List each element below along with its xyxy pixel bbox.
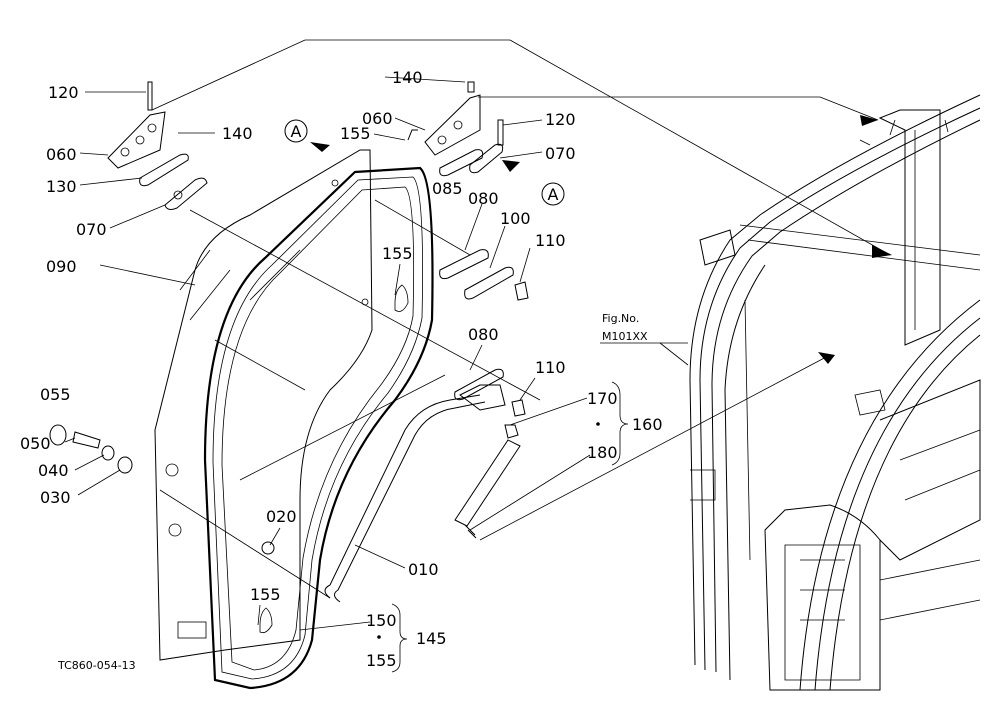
- fig-no-label: Fig.No.: [602, 312, 639, 325]
- part-label-155: 155: [250, 585, 281, 604]
- part-label-060: 060: [362, 109, 393, 128]
- part-label-085: 085: [432, 179, 463, 198]
- part-label-130: 130: [46, 177, 77, 196]
- part-label-070: 070: [545, 144, 576, 163]
- leader-lines: [64, 39, 891, 634]
- hinge-left: [107, 81, 166, 169]
- part-label-030: 030: [40, 488, 71, 507]
- part-label-155: 155: [382, 244, 413, 263]
- part-label-090: 090: [46, 257, 77, 276]
- part-label-120: 120: [545, 110, 576, 129]
- part-label-060: 060: [46, 145, 77, 164]
- hinge-right: [407, 81, 504, 156]
- part-label-040: 040: [38, 461, 69, 480]
- link-plates-left: [139, 153, 208, 210]
- brackets: [377, 381, 629, 673]
- part-label-070: 070: [76, 220, 107, 239]
- bolt-washers-left: [49, 424, 275, 555]
- reference-letter: A: [548, 185, 559, 204]
- part-label-110: 110: [535, 358, 566, 377]
- part-label-155: 155: [366, 651, 397, 670]
- part-labels: 120 140 060 130 070 090 055 050 040 030 …: [20, 68, 663, 670]
- part-label-050: 050: [20, 434, 51, 453]
- fig-no-value: M101XX: [602, 330, 648, 343]
- part-label-140: 140: [222, 124, 253, 143]
- part-label-080: 080: [468, 189, 499, 208]
- reference-marker-a-right: A: [541, 182, 565, 206]
- part-label-170: 170: [587, 389, 618, 408]
- part-label-145: 145: [416, 629, 447, 648]
- door-rod-and-gas-strut: [324, 384, 521, 603]
- part-label-140: 140: [392, 68, 423, 87]
- part-label-180: 180: [587, 443, 618, 462]
- arrows: [310, 115, 892, 364]
- reference-letter: A: [291, 122, 302, 141]
- reference-marker-a-left: A: [284, 119, 308, 143]
- figure-reference: Fig.No. M101XX: [602, 312, 648, 343]
- part-label-055: 055: [40, 385, 71, 404]
- link-plates-right: [439, 143, 529, 417]
- part-label-155: 155: [340, 124, 371, 143]
- part-label-160: 160: [632, 415, 663, 434]
- drawing-code: TC860-054-13: [57, 659, 136, 672]
- part-label-120: 120: [48, 83, 79, 102]
- cab-frame: [689, 94, 981, 691]
- part-label-010: 010: [408, 560, 439, 579]
- door-glass-panel: [154, 149, 373, 661]
- part-label-020: 020: [266, 507, 297, 526]
- part-label-150: 150: [366, 611, 397, 630]
- part-label-100: 100: [500, 209, 531, 228]
- part-label-110: 110: [535, 231, 566, 250]
- part-label-080: 080: [468, 325, 499, 344]
